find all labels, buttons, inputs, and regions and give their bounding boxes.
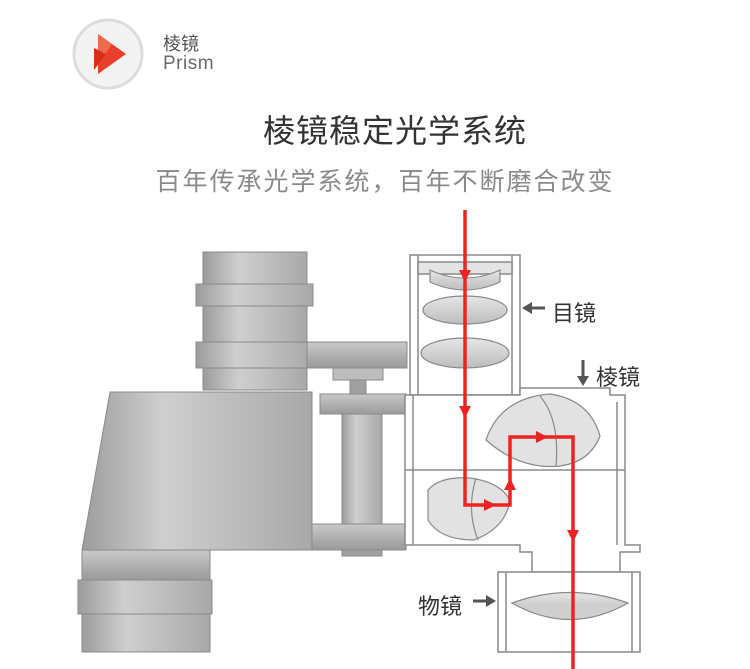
prism-label: 棱镜 bbox=[596, 366, 641, 391]
badge-title: 棱镜 bbox=[163, 34, 199, 55]
objective-lens bbox=[510, 591, 630, 621]
prism-badge-icon bbox=[72, 18, 144, 90]
page-subtitle: 百年传承光学系统，百年不断磨合改变 bbox=[155, 167, 615, 196]
light-path bbox=[463, 210, 575, 669]
page-title: 棱镜稳定光学系统 bbox=[262, 112, 527, 150]
hinge-bridge bbox=[306, 341, 408, 557]
left-eyepiece-barrel bbox=[195, 251, 314, 391]
left-prism-housing bbox=[77, 391, 313, 653]
eyepiece-label: 目镜 bbox=[552, 302, 597, 327]
badge-subtitle: Prism bbox=[163, 53, 215, 74]
objective-label: 物镜 bbox=[418, 595, 463, 620]
callout-arrows bbox=[473, 302, 589, 607]
light-path-arrows bbox=[459, 270, 579, 542]
